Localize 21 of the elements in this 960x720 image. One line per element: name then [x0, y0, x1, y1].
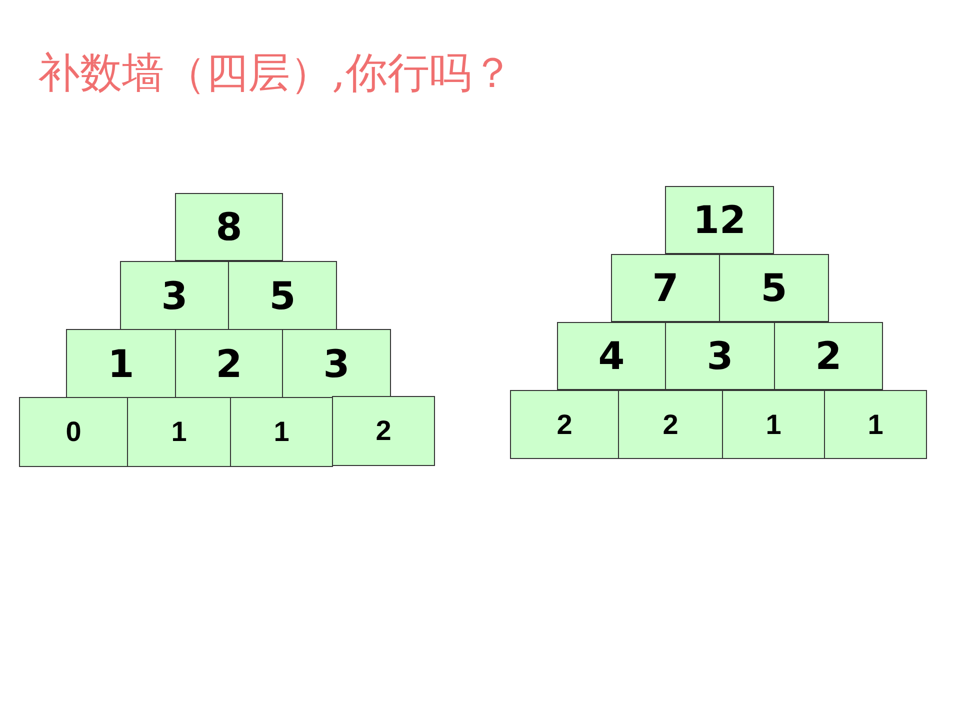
- number-brick: 3: [120, 261, 229, 330]
- number-brick: 3: [665, 322, 775, 390]
- number-brick: 3: [282, 329, 391, 398]
- number-brick: 1: [127, 397, 231, 467]
- number-brick: 2: [332, 396, 435, 466]
- number-brick: 4: [557, 322, 666, 390]
- number-brick: 2: [510, 390, 619, 459]
- number-brick: 0: [19, 397, 128, 467]
- number-brick: 1: [722, 390, 825, 459]
- number-brick: 5: [719, 254, 829, 322]
- number-brick: 12: [665, 186, 774, 254]
- title: 补数墙（四层）,你行吗？: [38, 48, 514, 98]
- number-brick: 1: [824, 390, 927, 459]
- number-brick: 1: [230, 397, 333, 467]
- number-brick: 2: [618, 390, 723, 459]
- number-brick: 1: [66, 329, 176, 398]
- number-brick: 2: [175, 329, 283, 398]
- number-brick: 5: [228, 261, 337, 330]
- number-brick: 8: [175, 193, 283, 261]
- number-brick: 7: [611, 254, 720, 322]
- number-brick: 2: [774, 322, 883, 390]
